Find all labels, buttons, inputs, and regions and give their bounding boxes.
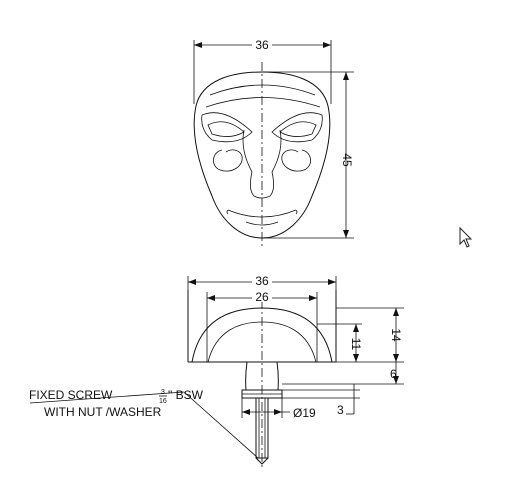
front-height-label: 45: [340, 153, 354, 167]
mouse-pointer-icon: [459, 226, 473, 248]
screw-callout: FIXED SCREW 3 16 " BSW WITH NUT /WASHER: [29, 388, 259, 459]
cap-dome-inner: [207, 321, 317, 363]
left-cheek-swirl: [213, 149, 243, 172]
screw-tip: [255, 457, 269, 465]
front-view: 36 45: [193, 37, 354, 246]
dome-height-label: 11: [349, 338, 363, 351]
cap-height-arrow-bottom: [393, 354, 399, 362]
callout-underline: [29, 391, 185, 404]
front-height-arrow-top: [343, 72, 349, 80]
nose: [250, 171, 274, 199]
right-cheek-line: [271, 129, 282, 173]
front-width-label: 36: [255, 38, 269, 52]
front-width-arrow-left: [194, 42, 202, 48]
left-eye-socket: [201, 112, 253, 143]
left-eye: [207, 121, 245, 137]
inner-width-arrow-right: [309, 295, 317, 301]
cap-height-arrow-top: [393, 308, 399, 316]
screw-body: [255, 397, 269, 459]
callout-line1-suffix: " BSW: [168, 388, 204, 402]
callout-fraction-den: 16: [159, 398, 167, 405]
mouth-corner-left: [226, 209, 229, 215]
side-width-label: 36: [255, 274, 269, 288]
callout-leader: [183, 391, 259, 459]
front-height-arrow-bottom: [343, 230, 349, 238]
diameter-label: Ø19: [293, 406, 316, 420]
side-width-arrow-left: [188, 279, 196, 285]
left-cheek-line: [242, 129, 253, 173]
neck-height-arrow-bottom: [393, 376, 399, 384]
diameter-arrow-right: [274, 409, 282, 415]
inner-width-arrow-left: [207, 295, 215, 301]
callout-fraction-num: 3: [161, 389, 165, 396]
forehead-band-lower: [205, 97, 321, 108]
mouth-lower: [245, 221, 279, 226]
inner-width-label: 26: [255, 290, 269, 304]
dome-height-arrow-top: [353, 324, 359, 332]
forehead-band-upper: [209, 84, 316, 96]
cap-height-label: 14: [389, 328, 403, 342]
diameter-arrow-left: [242, 409, 250, 415]
neck-height-label: 6: [390, 367, 397, 381]
side-view: 36 26 14 11 6 3: [187, 274, 404, 470]
right-eye: [279, 121, 317, 137]
mouth-upper: [227, 209, 297, 218]
cap-dome: [191, 307, 333, 363]
dome-height-arrow-bottom: [353, 354, 359, 362]
mouth-corner-right: [295, 209, 298, 215]
side-width-arrow-right: [328, 279, 336, 285]
right-cheek-swirl: [281, 149, 311, 172]
front-width-arrow-right: [323, 42, 331, 48]
screw-length-label: 3: [337, 403, 344, 417]
callout-line2: WITH NUT /WASHER: [44, 405, 162, 419]
right-eye-socket: [271, 112, 323, 143]
